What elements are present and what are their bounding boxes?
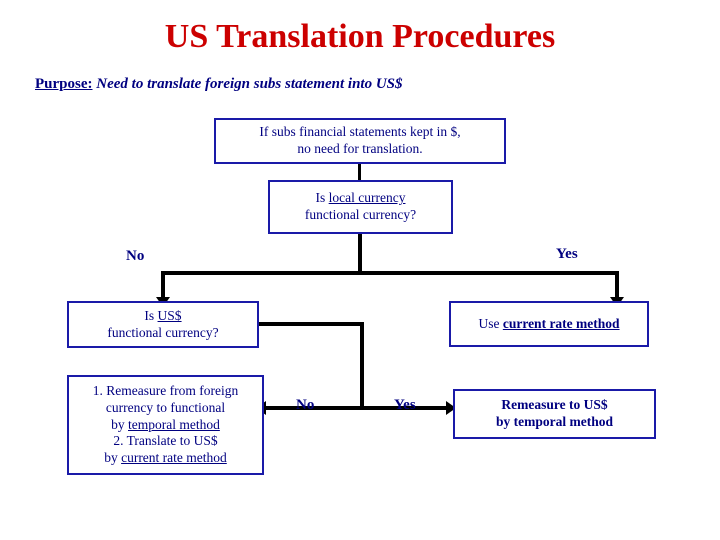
remeasure-steps-line1: 1. Remeasure from foreign — [92, 382, 239, 398]
connector-usd-stem — [360, 322, 364, 409]
box-kept-in-dollars: If subs financial statements kept in $, … — [214, 118, 506, 164]
connector-title-to-local — [358, 164, 361, 181]
remeasure-steps-line2: currency to functional — [105, 399, 226, 415]
remeasure-usd-line2: by temporal method — [496, 414, 613, 429]
box-use-current-rate-method: Use current rate method — [449, 301, 649, 347]
use-current-underlined: current rate method — [502, 315, 620, 331]
local-currency-underlined: local currency — [328, 190, 406, 206]
connector-local-stem — [358, 234, 362, 272]
connector-local-yes-branch — [615, 271, 619, 299]
purpose-line: Purpose: Need to translate foreign subs … — [35, 76, 403, 93]
connector-usd-out — [259, 322, 364, 326]
box-remeasure-steps: 1. Remeasure from foreign currency to fu… — [67, 375, 264, 475]
kept-in-dollars-line1: If subs financial statements kept in $, — [259, 124, 461, 140]
remeasure-steps-line3-pre: by — [111, 416, 128, 432]
remeasure-steps-line5-underlined: current rate method — [121, 450, 227, 466]
arrowhead-right-icon — [446, 401, 456, 415]
is-usd-line1: Is US$ — [73, 308, 253, 325]
connector-local-no-branch — [161, 271, 165, 299]
label-no-local-currency: No — [126, 248, 145, 264]
page-title: US Translation Procedures — [164, 18, 556, 55]
box-local-currency-question: Is local currency functional currency? — [268, 180, 453, 234]
label-yes-local-currency: Yes — [556, 246, 578, 262]
label-no-is-usd: No — [296, 397, 315, 413]
local-currency-line2: functional currency? — [304, 207, 417, 222]
is-usd-underlined: US$ — [157, 307, 182, 323]
purpose-text: Need to translate foreign subs statement… — [96, 76, 403, 92]
box-is-usd-question: Is US$ functional currency? — [67, 301, 259, 348]
label-yes-is-usd: Yes — [394, 397, 416, 413]
is-usd-line2: functional currency? — [107, 324, 219, 340]
box-remeasure-to-usd: Remeasure to US$ by temporal method — [453, 389, 656, 439]
remeasure-steps-line4: 2. Translate to US$ — [113, 433, 218, 449]
connector-local-bus — [162, 271, 618, 275]
connector-usd-no-branch — [262, 406, 364, 410]
connector-usd-yes-branch — [360, 406, 454, 410]
use-current-pre: Use — [478, 315, 503, 331]
local-currency-line1: Is local currency — [274, 190, 447, 207]
remeasure-steps-line5-pre: by — [104, 450, 122, 466]
remeasure-steps-line3-underlined: temporal method — [128, 416, 220, 432]
remeasure-steps-line3: by temporal method — [73, 417, 258, 434]
is-usd-pre: Is — [144, 307, 158, 323]
remeasure-steps-line5: by current rate method — [73, 450, 258, 467]
kept-in-dollars-line2: no need for translation. — [297, 141, 423, 156]
remeasure-usd-line1: Remeasure to US$ — [501, 397, 608, 413]
local-currency-pre: Is — [315, 190, 329, 206]
purpose-label: Purpose: — [35, 76, 93, 92]
